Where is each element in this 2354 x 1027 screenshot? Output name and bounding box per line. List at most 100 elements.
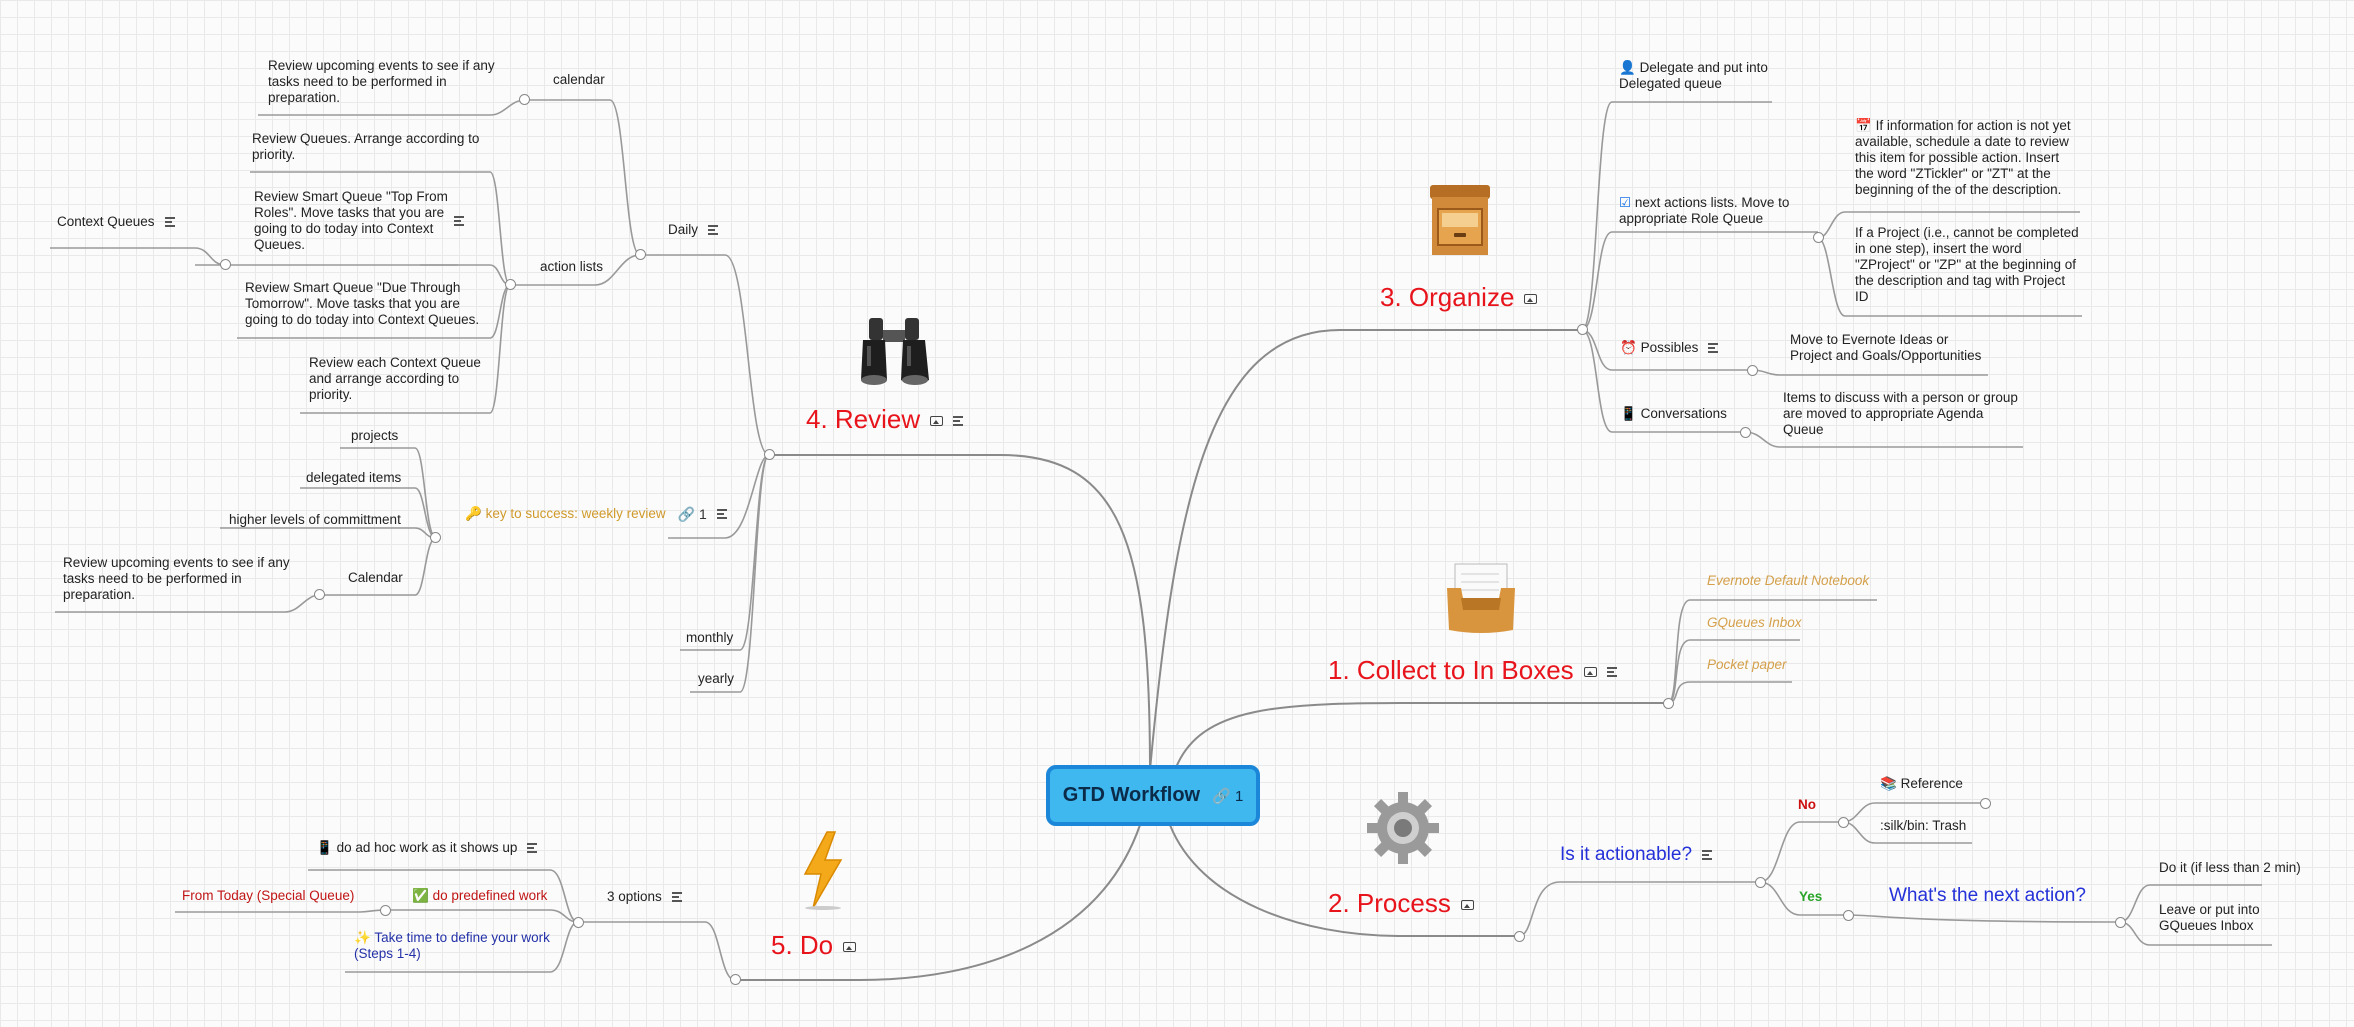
note-icon[interactable]	[708, 225, 721, 236]
gear-icon	[1365, 790, 1441, 866]
collapse-handle[interactable]	[1813, 232, 1824, 243]
review-higher[interactable]: higher levels of committment	[229, 512, 401, 527]
root-link-count: 1	[1234, 787, 1244, 805]
review-calendar2-detail[interactable]: Review upcoming events to see if any tas…	[63, 555, 290, 602]
process-yes-label[interactable]: Yes	[1799, 889, 1823, 904]
review-monthly[interactable]: monthly	[686, 630, 734, 645]
review-daily-label: Daily	[668, 222, 699, 237]
process-question[interactable]: Is it actionable?	[1560, 844, 1715, 866]
review-weekly[interactable]: 🔑 key to success: weekly review🔗 1	[465, 506, 729, 522]
alarm-icon: ⏰	[1620, 340, 1637, 355]
note-icon[interactable]	[1606, 667, 1619, 678]
collect-item-1[interactable]: Evernote Default Notebook	[1707, 573, 1870, 588]
review-weekly-label: key to success: weekly review	[485, 506, 666, 521]
review-yearly[interactable]: yearly	[698, 671, 735, 686]
do-adhoc[interactable]: 📱 do ad hoc work as it shows up	[316, 840, 540, 856]
collapse-handle[interactable]	[1663, 698, 1674, 709]
process-topic[interactable]: 2. Process	[1328, 888, 1474, 918]
note-icon[interactable]	[1702, 849, 1715, 860]
note-icon[interactable]	[164, 217, 177, 228]
process-leave[interactable]: Leave or put into GQueues Inbox	[2159, 902, 2260, 933]
collapse-handle[interactable]	[1577, 324, 1588, 335]
note-icon[interactable]	[671, 892, 684, 903]
binoculars-icon	[855, 310, 935, 390]
organize-conversations-detail[interactable]: Items to discuss with a person or group …	[1783, 390, 2018, 437]
review-calendar2[interactable]: Calendar	[348, 570, 403, 585]
process-reference[interactable]: 📚 Reference	[1880, 776, 1963, 792]
do-title: 5. Do	[771, 930, 834, 960]
collapse-handle[interactable]	[730, 974, 741, 985]
review-topic[interactable]: 4. Review	[806, 404, 966, 434]
review-queues[interactable]: Review Queues. Arrange according to prio…	[252, 131, 480, 162]
do-from-today[interactable]: From Today (Special Queue)	[182, 888, 355, 903]
note-icon[interactable]	[454, 216, 466, 226]
collapse-handle[interactable]	[220, 259, 231, 270]
process-question-label: Is it actionable?	[1560, 844, 1693, 865]
image-icon[interactable]	[930, 416, 944, 427]
organize-project[interactable]: If a Project (i.e., cannot be completed …	[1855, 225, 2079, 304]
collapse-handle[interactable]	[1740, 427, 1751, 438]
collapse-handle[interactable]	[1514, 931, 1525, 942]
collapse-handle[interactable]	[505, 279, 516, 290]
process-next-action[interactable]: What's the next action?	[1889, 885, 2086, 906]
organize-tickler[interactable]: 📅 If information for action is not yet a…	[1855, 118, 2075, 198]
note-icon[interactable]	[1708, 343, 1721, 354]
review-delegated[interactable]: delegated items	[306, 470, 402, 485]
collapse-handle[interactable]	[380, 905, 391, 916]
review-action-lists[interactable]: action lists	[540, 259, 603, 275]
calendar-icon: 📅	[1855, 118, 1872, 133]
review-daily[interactable]: Daily	[668, 222, 721, 238]
note-icon[interactable]	[527, 843, 540, 854]
process-no-label[interactable]: No	[1798, 797, 1816, 812]
note-icon[interactable]	[953, 416, 966, 427]
collapse-handle[interactable]	[1755, 877, 1766, 888]
collect-item-3[interactable]: Pocket paper	[1707, 657, 1787, 672]
review-calendar-detail[interactable]: Review upcoming events to see if any tas…	[268, 58, 495, 105]
root-node[interactable]: GTD Workflow 🔗 1	[1046, 765, 1260, 826]
image-icon[interactable]	[1460, 900, 1474, 911]
organize-topic[interactable]: 3. Organize	[1380, 282, 1538, 312]
organize-possibles[interactable]: ⏰ Possibles	[1620, 340, 1721, 356]
note-icon[interactable]	[716, 509, 729, 520]
review-weekly-links: 1	[698, 506, 707, 523]
link-icon[interactable]: 🔗 1	[677, 506, 707, 523]
collapse-handle[interactable]	[573, 917, 584, 928]
do-define[interactable]: ✨ Take time to define your work (Steps 1…	[354, 930, 559, 962]
collapse-handle[interactable]	[764, 449, 775, 460]
do-predefined[interactable]: ✅ do predefined work	[412, 888, 547, 904]
collapse-handle[interactable]	[1838, 817, 1849, 828]
collapse-handle[interactable]	[430, 532, 441, 543]
reference-icon: 📚	[1880, 776, 1897, 791]
root-title: GTD Workflow	[1062, 784, 1201, 806]
do-topic[interactable]: 5. Do	[771, 930, 857, 960]
collapse-handle[interactable]	[2115, 917, 2126, 928]
review-smart-due[interactable]: Review Smart Queue "Due Through Tomorrow…	[245, 280, 480, 327]
collapse-handle[interactable]	[1980, 798, 1991, 809]
collapse-handle[interactable]	[519, 94, 530, 105]
link-icon[interactable]: 🔗 1	[1212, 787, 1244, 805]
collapse-handle[interactable]	[1747, 365, 1758, 376]
file-cabinet-icon	[1427, 185, 1493, 257]
image-icon[interactable]	[1583, 667, 1597, 678]
organize-delegate[interactable]: 👤 Delegate and put into Delegated queue	[1619, 60, 1769, 92]
review-calendar[interactable]: calendar	[553, 72, 605, 88]
review-context-queues[interactable]: Context Queues	[57, 214, 177, 230]
collapse-handle[interactable]	[1843, 910, 1854, 921]
collect-topic[interactable]: 1. Collect to In Boxes	[1328, 655, 1619, 685]
organize-next-actions-label: next actions lists. Move to appropriate …	[1619, 195, 1790, 226]
process-do-it[interactable]: Do it (if less than 2 min)	[2159, 860, 2301, 875]
review-projects[interactable]: projects	[351, 428, 399, 443]
review-smart-top[interactable]: Review Smart Queue "Top From Roles". Mov…	[254, 189, 464, 253]
collapse-handle[interactable]	[635, 249, 646, 260]
image-icon[interactable]	[1524, 294, 1538, 305]
collapse-handle[interactable]	[314, 589, 325, 600]
organize-next-actions[interactable]: ☑ next actions lists. Move to appropriat…	[1619, 195, 1809, 227]
phone-icon: 📱	[316, 840, 333, 855]
image-icon[interactable]	[843, 942, 857, 953]
organize-conversations[interactable]: 📱 Conversations	[1620, 406, 1727, 422]
organize-possibles-detail[interactable]: Move to Evernote Ideas or Project and Go…	[1790, 332, 1982, 363]
review-each-context[interactable]: Review each Context Queue and arrange ac…	[309, 355, 481, 402]
collect-item-2[interactable]: GQueues Inbox	[1707, 615, 1802, 630]
process-trash[interactable]: :silk/bin: Trash	[1880, 818, 1967, 833]
do-options[interactable]: 3 options	[607, 889, 684, 905]
